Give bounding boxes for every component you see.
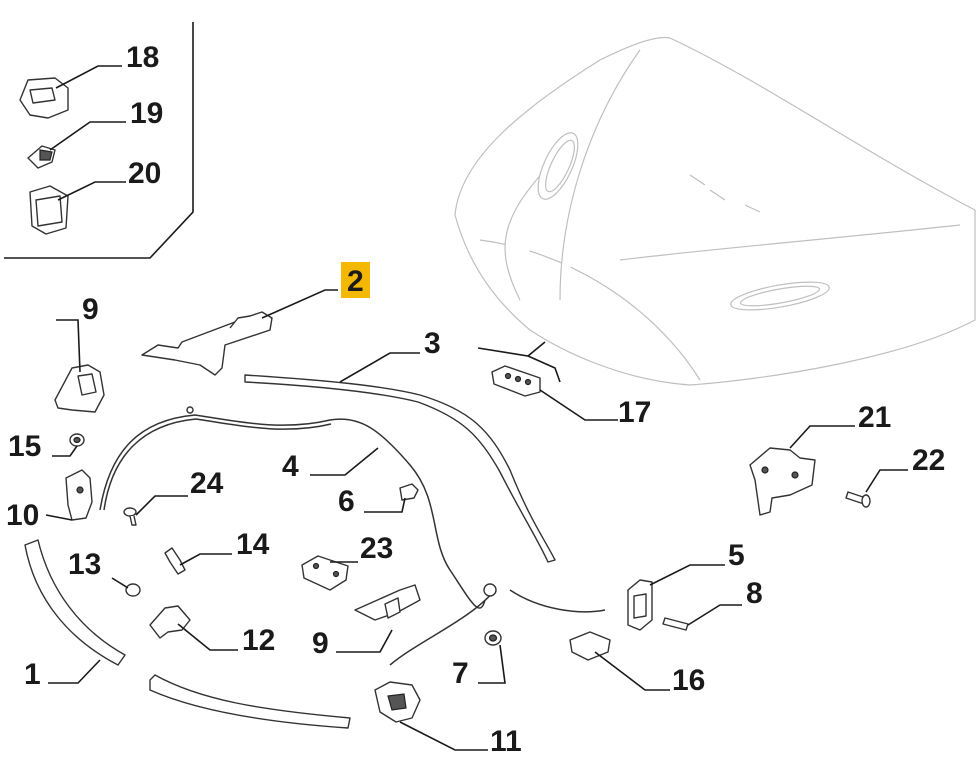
label-8: 8 — [746, 577, 763, 610]
part-seal-3 — [244, 374, 556, 563]
label-9-lower: 9 — [312, 627, 329, 660]
part-bolt-14 — [164, 547, 186, 575]
part-nut-15 — [69, 433, 85, 447]
label-13: 13 — [68, 548, 101, 581]
part-plate-23 — [301, 555, 349, 591]
hood-panel — [454, 36, 976, 386]
part-hinge-9-upper — [54, 364, 105, 413]
part-clip-6 — [399, 483, 419, 501]
label-15: 15 — [8, 430, 41, 463]
label-16: 16 — [672, 664, 705, 697]
label-5: 5 — [728, 539, 745, 572]
label-1: 1 — [24, 658, 41, 691]
label-23: 23 — [360, 532, 393, 565]
part-clip-19 — [27, 145, 56, 169]
part-screw-8 — [662, 617, 689, 631]
label-6: 6 — [338, 485, 355, 518]
part-bumper-16 — [569, 631, 611, 661]
label-21: 21 — [858, 401, 891, 434]
part-bracket-12 — [149, 605, 191, 639]
highlight-box — [341, 262, 370, 298]
label-11: 11 — [490, 725, 522, 758]
part-striker-5 — [627, 579, 653, 631]
label-22: 22 — [912, 444, 945, 477]
label-10: 10 — [6, 499, 39, 532]
part-bumper-17 — [491, 365, 541, 397]
part-cable-4 — [99, 406, 606, 666]
part-bolt-22 — [845, 491, 871, 508]
inset-frame — [4, 22, 194, 259]
part-nut-7 — [484, 630, 502, 646]
part-latch-10 — [65, 469, 93, 521]
label-12: 12 — [242, 624, 275, 657]
label-17: 17 — [618, 396, 651, 429]
label-14: 14 — [236, 528, 270, 561]
part-nut-13 — [125, 583, 141, 597]
label-24: 24 — [190, 467, 224, 500]
label-20: 20 — [128, 157, 161, 190]
part-seal-lower — [149, 674, 351, 729]
label-4: 4 — [282, 450, 299, 483]
part-bracket-21 — [749, 447, 816, 516]
label-7: 7 — [452, 657, 469, 690]
label-9-upper: 9 — [82, 293, 99, 326]
part-clip-18 — [19, 77, 69, 119]
part-bracket-2 — [141, 311, 273, 376]
leader-lines — [45, 65, 908, 751]
label-2: 2 — [347, 265, 364, 298]
part-seal-1 — [24, 539, 126, 666]
part-clip-20 — [29, 185, 69, 235]
label-19: 19 — [130, 97, 163, 130]
part-bolt-24 — [123, 507, 137, 526]
part-latch-11 — [374, 681, 421, 723]
label-3: 3 — [424, 327, 441, 360]
label-18: 18 — [126, 41, 159, 74]
part-hinge-9-lower — [354, 584, 421, 621]
callout-labels: 18 19 20 2 9 3 17 15 10 4 24 6 21 22 13 … — [6, 41, 945, 758]
